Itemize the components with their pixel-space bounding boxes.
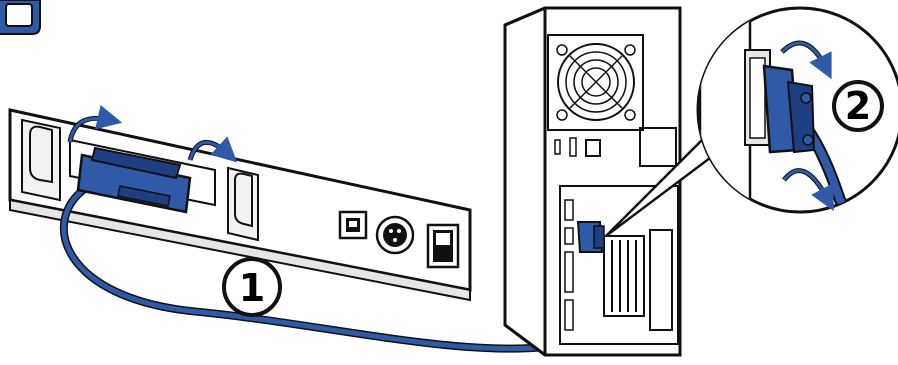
step-1-label: 1 bbox=[224, 259, 280, 315]
step-1-number: 1 bbox=[239, 266, 265, 310]
power-switch-icon bbox=[428, 225, 458, 267]
computer-tower bbox=[505, 8, 680, 355]
ps2-port-icon bbox=[377, 217, 413, 253]
computer-cable-connector bbox=[578, 222, 604, 252]
step-2-number: 2 bbox=[845, 84, 871, 128]
usb-b-port-icon bbox=[340, 212, 366, 238]
step-2-label: 2 bbox=[834, 82, 882, 130]
corner-fragment bbox=[0, 0, 40, 34]
fan-grille-icon bbox=[558, 44, 634, 120]
